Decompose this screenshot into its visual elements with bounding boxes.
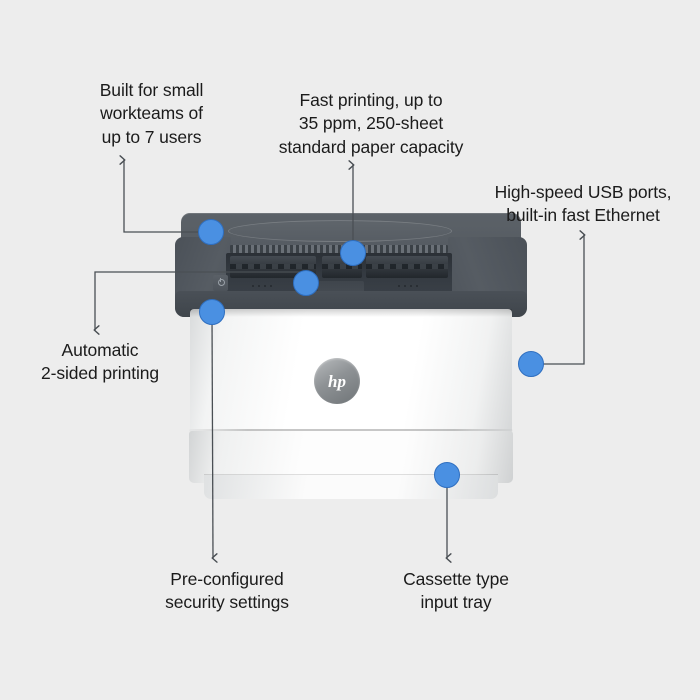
callout-label-duplex: Automatic 2-sided printing	[40, 340, 160, 384]
hp-logo: hp	[314, 358, 360, 404]
callout-label-workteams: Built for small workteams of up to 7 use…	[99, 80, 204, 147]
callout-dot-usb-ethernet[interactable]	[518, 351, 544, 377]
bay-mechanism-right	[366, 256, 448, 278]
printer-tray-seam	[189, 429, 513, 432]
callout-label-usb-ethernet: High-speed USB ports, built-in fast Ethe…	[494, 182, 672, 226]
callout-label-fast-printing: Fast printing, up to 35 ppm, 250-sheet s…	[278, 90, 464, 157]
printer-lid-oval-depression	[228, 220, 452, 242]
printer-vent-slots	[230, 245, 448, 253]
callout-dot-cassette[interactable]	[434, 462, 460, 488]
callout-label-security: Pre-configured security settings	[165, 569, 289, 613]
callout-label-cassette: Cassette type input tray	[403, 569, 509, 613]
callout-dot-security[interactable]	[199, 299, 225, 325]
connector-usb-ethernet	[532, 230, 586, 365]
power-button-icon[interactable]	[213, 275, 228, 291]
svg-text:hp: hp	[328, 372, 346, 391]
callout-dot-duplex[interactable]	[293, 270, 319, 296]
callout-dot-workteams[interactable]	[198, 219, 224, 245]
callout-dot-fast-printing[interactable]	[340, 240, 366, 266]
printer-body-top-shadow	[190, 309, 512, 317]
